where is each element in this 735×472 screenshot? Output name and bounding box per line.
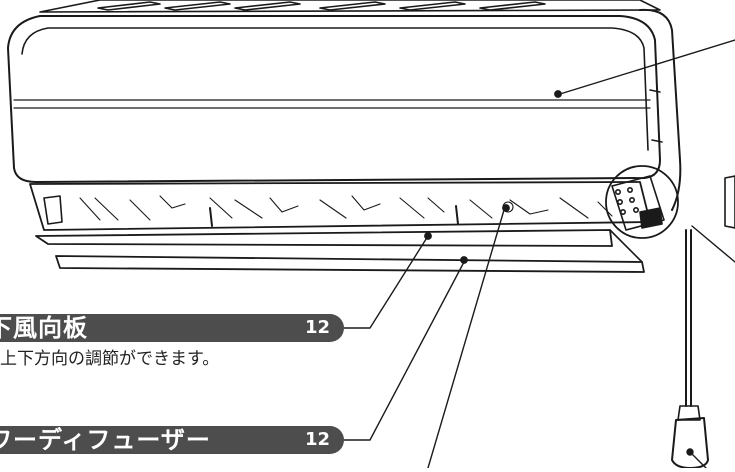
main-body [7,8,735,229]
page-number: 12 [304,429,330,450]
top-grille [39,0,661,13]
leader-lines [339,39,735,469]
control-panel [605,165,679,239]
callout-description: 上下方向の調節ができます。 [0,349,220,369]
page-number: 12 [304,317,330,338]
callout-label-wide-diffuser: ワーディフューザー 12 [0,426,344,454]
lower-flap [35,229,613,247]
callout-label-lower-louver: 下風向板 12 [0,314,344,342]
wide-diffuser [55,229,645,273]
callout-title: ワーディフューザー [0,426,211,454]
callout-title: 下風向板 [0,314,88,342]
louver-area [29,181,651,231]
power-cord [671,229,709,469]
